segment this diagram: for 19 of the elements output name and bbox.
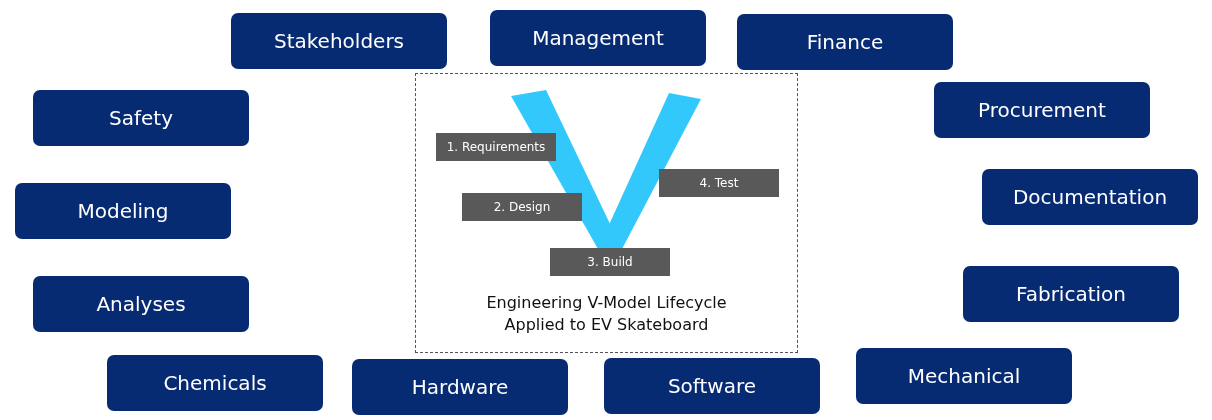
stage-label: 2. Design xyxy=(462,193,582,221)
diagram-caption: Engineering V-Model Lifecycle Applied to EV Skateboard xyxy=(485,292,728,336)
topic-box: Finance xyxy=(737,14,953,70)
topic-box: Mechanical xyxy=(856,348,1072,404)
topic-box: Stakeholders xyxy=(231,13,447,69)
topic-box: Analyses xyxy=(33,276,249,332)
topic-box: Procurement xyxy=(934,82,1150,138)
dashed-frame xyxy=(415,73,798,353)
topic-box: Safety xyxy=(33,90,249,146)
topic-box: Modeling xyxy=(15,183,231,239)
topic-box: Software xyxy=(604,358,820,414)
topic-box: Documentation xyxy=(982,169,1198,225)
topic-box: Fabrication xyxy=(963,266,1179,322)
topic-box: Management xyxy=(490,10,706,66)
stage-label: 4. Test xyxy=(659,169,779,197)
topic-box: Chemicals xyxy=(107,355,323,411)
stage-label: 1. Requirements xyxy=(436,133,556,161)
topic-box: Hardware xyxy=(352,359,568,415)
stage-label: 3. Build xyxy=(550,248,670,276)
